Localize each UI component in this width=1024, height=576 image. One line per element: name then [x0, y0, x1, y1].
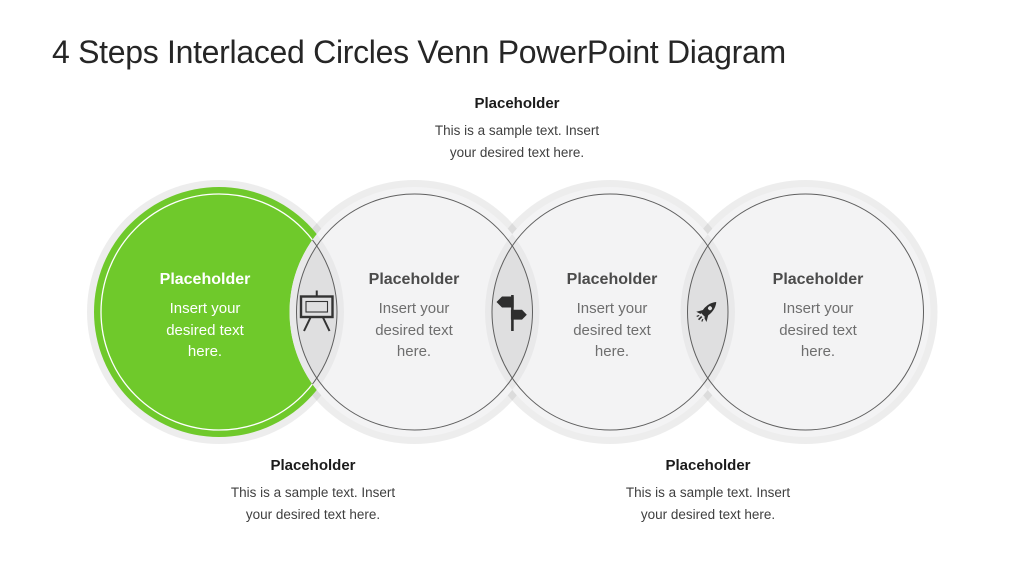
circle-step-2	[289, 187, 540, 437]
circle-step-4	[680, 187, 931, 437]
step-1-text: Placeholder Insert your desired text her…	[120, 271, 290, 363]
step-3-body: Insert your desired text here.	[573, 300, 651, 360]
annotation-top-body: This is a sample text. Insert your desir…	[434, 123, 600, 160]
step-1-heading: Placeholder	[159, 271, 251, 288]
inset-outline-step-4	[687, 193, 924, 431]
presentation-board-icon	[299, 290, 334, 332]
annotation-bottom-right: Placeholder This is a sample text. Inser…	[558, 457, 858, 525]
step-1-body: Insert your desired text here.	[166, 300, 244, 360]
rocket-icon	[696, 302, 717, 322]
step-2-heading: Placeholder	[368, 271, 460, 288]
inset-outlines	[289, 193, 924, 431]
inset-outline-step-1-in-lens	[289, 234, 338, 390]
annotation-bottom-right-body: This is a sample text. Insert your desir…	[625, 485, 791, 522]
annotation-bottom-left-heading: Placeholder	[270, 457, 356, 474]
annotation-bottom-left-body: This is a sample text. Insert your desir…	[230, 485, 396, 522]
annotation-bottom-right-heading: Placeholder	[665, 457, 751, 474]
annotation-top: Placeholder This is a sample text. Inser…	[367, 95, 667, 163]
circle-step-1	[94, 187, 344, 437]
circle-step-3	[485, 187, 735, 437]
step-3-text: Placeholder Insert your desired text her…	[527, 271, 697, 363]
annotation-top-heading: Placeholder	[474, 95, 560, 112]
step-2-body: Insert your desired text here.	[375, 300, 453, 360]
inset-outline-step-3	[491, 193, 729, 431]
annotation-bottom-left: Placeholder This is a sample text. Inser…	[163, 457, 463, 525]
step-4-body: Insert your desired text here.	[779, 300, 857, 360]
slide-title: 4 Steps Interlaced Circles Venn PowerPoi…	[52, 34, 786, 70]
step-4-text: Placeholder Insert your desired text her…	[733, 271, 903, 363]
step-3-heading: Placeholder	[566, 271, 658, 288]
signpost-icon	[496, 295, 527, 331]
step-4-heading: Placeholder	[772, 271, 864, 288]
step-2-text: Placeholder Insert your desired text her…	[329, 271, 499, 363]
inset-outline-step-2	[296, 193, 533, 431]
